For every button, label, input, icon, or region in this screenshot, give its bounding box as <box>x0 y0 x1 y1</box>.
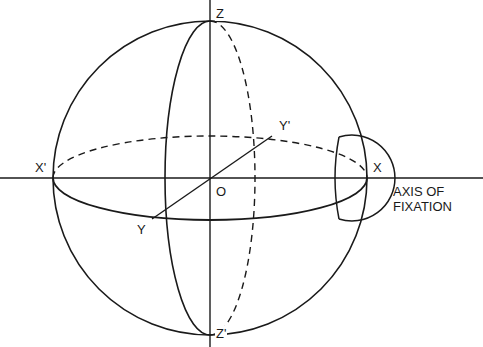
axis-letter: Y <box>136 222 147 237</box>
axis-letter: Z' <box>215 326 227 341</box>
limbus <box>335 137 339 219</box>
vertical-meridian-hidden <box>210 21 255 335</box>
x-axis <box>0 177 483 178</box>
axis-letter: X <box>372 160 383 175</box>
axis-caption: AXIS OF FIXATION <box>392 184 472 214</box>
y-axis <box>152 136 272 219</box>
horizontal-meridian <box>53 178 367 220</box>
z-axis <box>209 0 210 347</box>
horizontal-meridian-hidden <box>53 136 367 178</box>
vertical-meridian <box>165 21 210 335</box>
eyeball-outline <box>53 21 367 335</box>
axis-letter: Z <box>215 6 225 21</box>
cornea <box>339 135 395 221</box>
axis-letter: X' <box>34 160 47 175</box>
axis-letter: Y' <box>278 118 291 133</box>
origin-letter: O <box>215 184 227 199</box>
